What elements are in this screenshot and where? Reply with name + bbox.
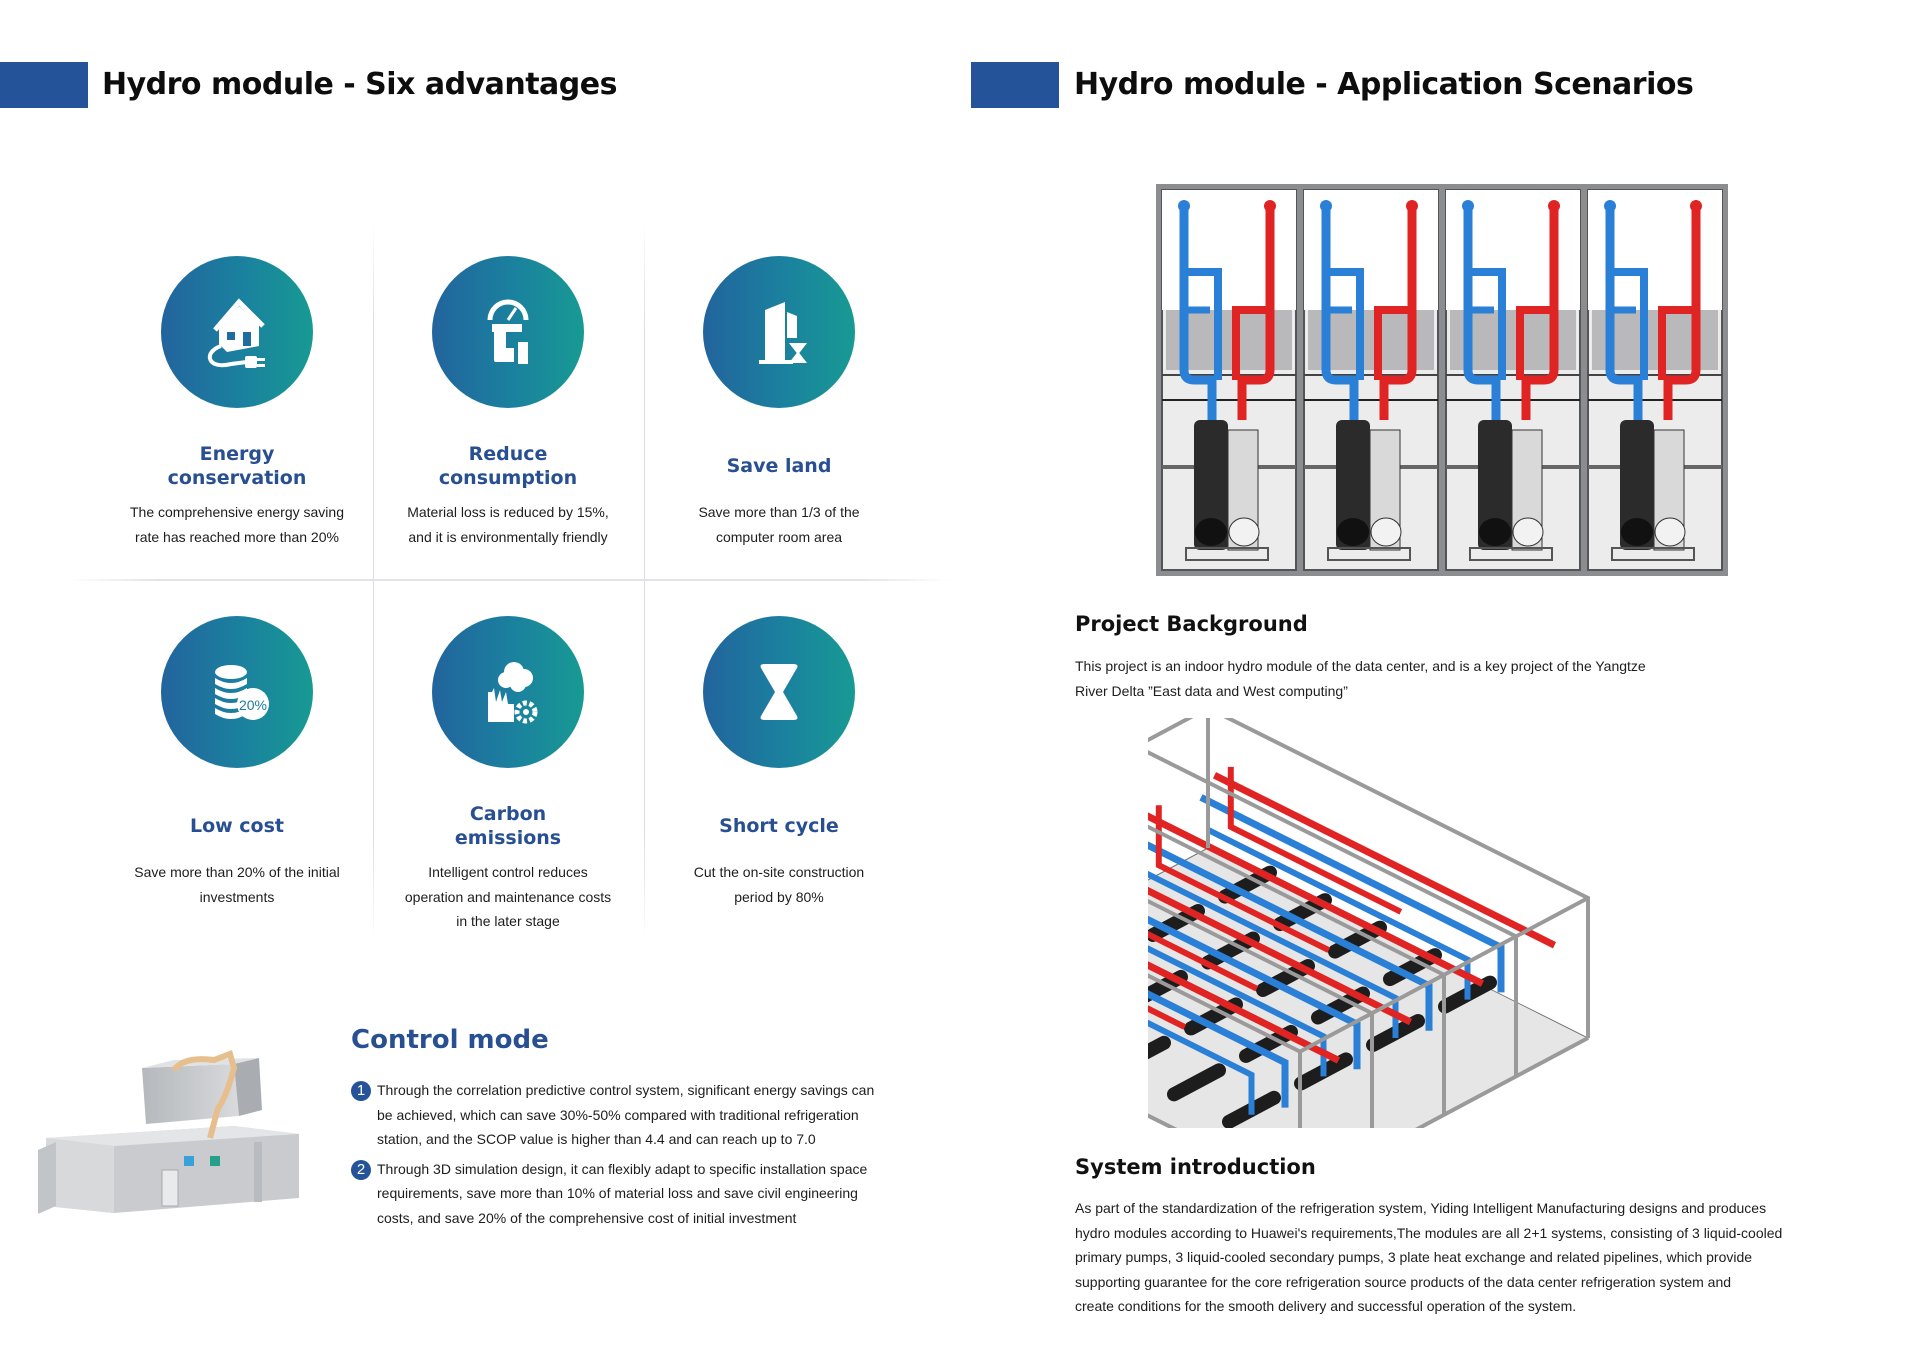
supply-pipe — [1658, 306, 1696, 380]
advantage-icon-circle: 20% — [161, 616, 313, 768]
advantage-title: Low cost — [189, 815, 285, 837]
system-introduction-text: As part of the standardization of the re… — [1075, 1200, 1783, 1314]
supply-pipe — [1155, 805, 1331, 953]
advantage-title: Save land — [726, 455, 832, 477]
return-pipe — [1148, 841, 1433, 1031]
control-mode-item: 1 Through the correlation predictive con… — [351, 1078, 911, 1152]
hourglass-icon — [760, 664, 798, 720]
return-pipe — [1179, 208, 1217, 420]
supply-pipe — [1521, 208, 1559, 420]
grid-divider — [644, 222, 645, 942]
container-unit-illustration — [38, 1050, 299, 1214]
gauge-pipe-icon — [487, 299, 529, 364]
supply-pipe — [1237, 208, 1275, 420]
supply-pipe — [1227, 766, 1403, 915]
control-mode-list: 1 Through the correlation predictive con… — [351, 1078, 911, 1235]
hydro-module-front-view-illustration — [1156, 184, 1728, 576]
page-title-application-scenarios: Hydro module - Application Scenarios — [1074, 67, 1694, 102]
return-pipe — [1321, 208, 1359, 420]
factory-smoke-gear-icon — [488, 662, 538, 724]
supply-pipe — [1516, 306, 1554, 380]
advantage-icon-circle — [703, 616, 855, 768]
module-bay — [1303, 189, 1439, 571]
return-pipe — [1199, 794, 1505, 993]
advantage-icon-circle — [161, 256, 313, 408]
grid-divider — [70, 579, 950, 581]
return-pipe — [1206, 826, 1471, 1000]
control-mode-heading: Control mode — [351, 1025, 549, 1055]
title-accent-bar-left — [0, 62, 88, 108]
project-background-heading: Project Background — [1075, 612, 1308, 636]
return-pipe — [1463, 208, 1501, 420]
coins-percent-icon: 20% — [215, 665, 269, 720]
module-bay — [1161, 189, 1297, 571]
return-pipe — [1148, 915, 1361, 1070]
return-pipe — [1148, 945, 1327, 1077]
pump — [1194, 420, 1228, 550]
advantage-description: Material loss is reduced by 15%,and it i… — [407, 504, 609, 545]
return-pipe — [1468, 268, 1506, 380]
project-background-text: This project is an indoor hydro module o… — [1075, 658, 1646, 699]
number-badge: 2 — [351, 1159, 371, 1180]
pump — [1148, 1035, 1171, 1060]
pump — [1336, 420, 1370, 550]
supply-pipe — [1232, 306, 1270, 380]
control-mode-text: Through the correlation predictive contr… — [377, 1082, 875, 1147]
supply-pipe — [1148, 961, 1341, 1064]
building-hourglass-icon — [759, 302, 808, 364]
page-title-six-advantages: Hydro module - Six advantages — [102, 67, 617, 102]
advantage-low-cost: 20% Low cost Save more than 20% of the i… — [102, 616, 372, 909]
return-pipe — [1326, 268, 1364, 380]
supply-pipe — [1148, 812, 1485, 987]
return-pipe — [1148, 1019, 1255, 1115]
house-plug-icon — [207, 298, 265, 368]
return-pipe — [1610, 268, 1648, 380]
module-bay — [1148, 805, 1485, 1052]
advantage-icon-circle — [432, 256, 584, 408]
pump — [1167, 1063, 1226, 1102]
number-badge: 1 — [351, 1081, 371, 1101]
pump — [1620, 420, 1654, 550]
supply-pipe — [1379, 208, 1417, 420]
hydro-module-isometric-illustration — [1148, 718, 1590, 1128]
supply-pipe — [1212, 772, 1557, 949]
return-pipe — [1148, 870, 1399, 1038]
supply-pipe — [1663, 208, 1701, 420]
module-bay — [1587, 189, 1723, 571]
control-mode-text: Through 3D simulation design, it can fle… — [377, 1160, 868, 1226]
advantage-short-cycle: Short cycle Cut the on-site construction… — [644, 616, 914, 909]
return-pipe — [1605, 208, 1643, 420]
pump — [1478, 420, 1512, 550]
advantage-icon-circle — [703, 256, 855, 408]
module-bay — [1148, 886, 1413, 1091]
supply-pipe — [1148, 930, 1259, 992]
module-bay — [1445, 189, 1581, 571]
advantage-title: Short cycle — [719, 815, 839, 837]
supply-pipe — [1148, 886, 1413, 1026]
title-accent-bar-right — [971, 62, 1059, 108]
system-introduction-heading: System introduction — [1075, 1155, 1316, 1179]
grid-divider — [373, 222, 374, 942]
supply-pipe — [1374, 306, 1412, 380]
module-bay — [1148, 961, 1341, 1128]
svg-text:20%: 20% — [239, 697, 267, 713]
return-pipe — [1148, 990, 1289, 1108]
return-pipe — [1184, 268, 1222, 380]
module-frame — [1148, 718, 1590, 1128]
advantage-icon-circle — [432, 616, 584, 768]
control-mode-item: 2 Through 3D simulation design, it can f… — [351, 1157, 911, 1231]
